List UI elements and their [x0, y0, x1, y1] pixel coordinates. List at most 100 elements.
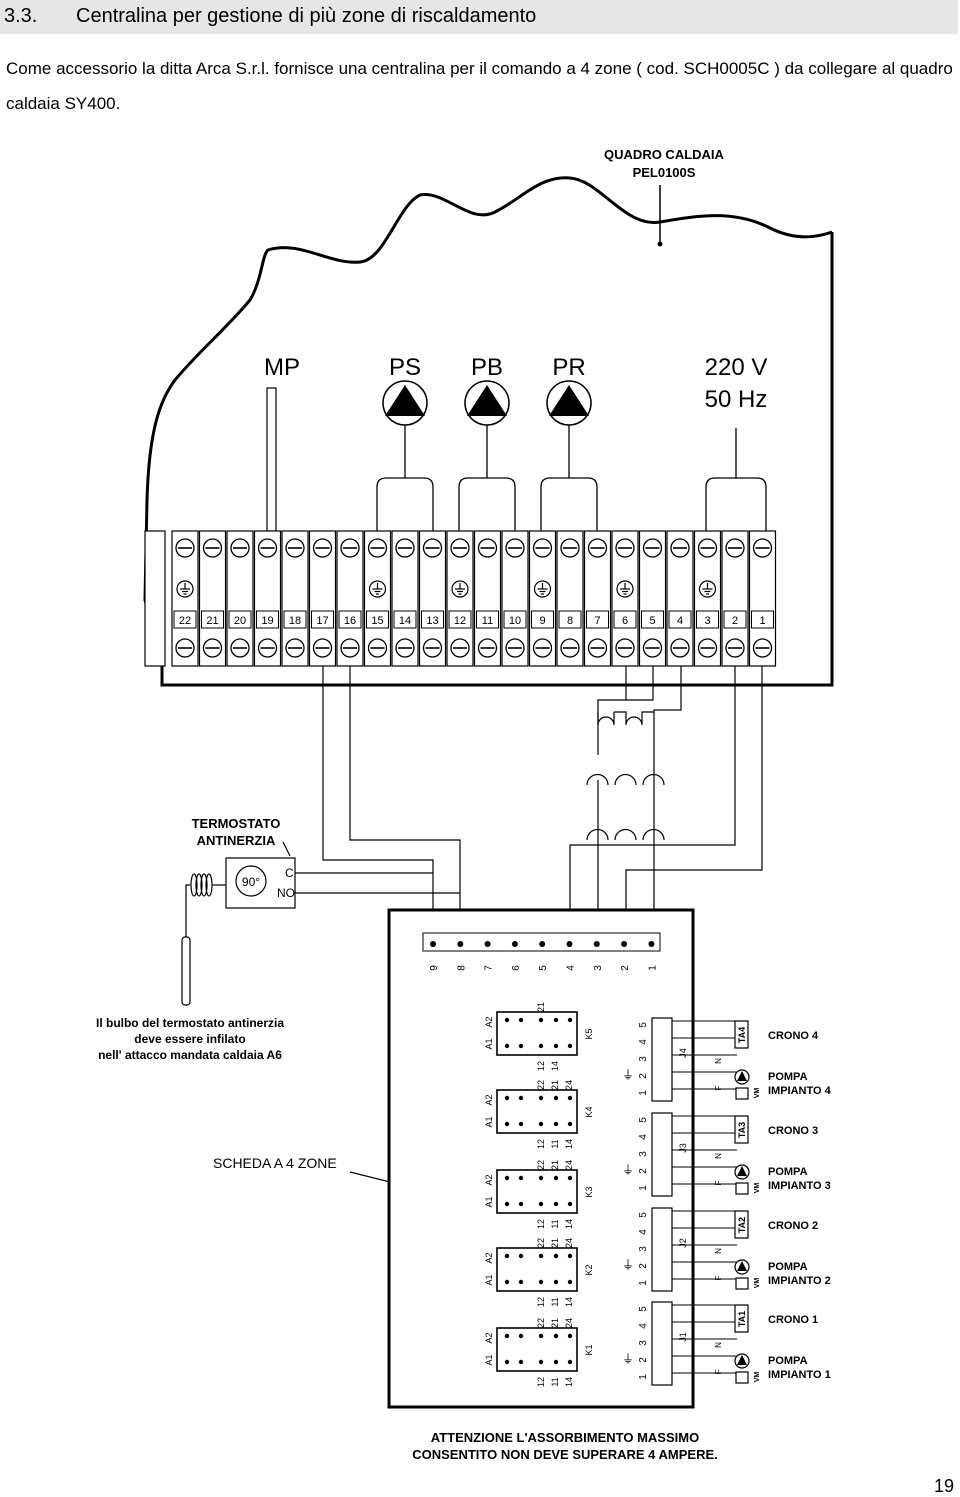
screw-icon [505, 538, 525, 558]
terminal-6: 6 [611, 530, 639, 667]
board-terminal-number: 1 [647, 965, 658, 971]
relay-contact-label: 21 [550, 1318, 560, 1328]
screw-icon [367, 638, 388, 658]
terminal-number: 18 [289, 615, 301, 627]
zone-connector-name: J3 [678, 1143, 688, 1153]
bulb-note-line3: nell' attacco mandata caldaia A6 [98, 1048, 282, 1062]
relay-contact-label: 11 [550, 1219, 560, 1228]
earth-icon [533, 580, 552, 598]
crono-label: CRONO 2 [768, 1220, 818, 1232]
screw-icon [450, 538, 470, 558]
pin-number: 1 [638, 1090, 649, 1096]
relay-contact-label: 12 [536, 1377, 546, 1387]
relay-contact-label: 21 [550, 1160, 560, 1170]
thermostat-ta-box: TA1 [734, 1304, 749, 1333]
screw-icon [285, 538, 305, 558]
relay-coil-label: A1 [484, 1038, 494, 1049]
relay-coil-label: A2 [484, 1252, 494, 1263]
zone-board [387, 908, 695, 1409]
relay-name: K4 [584, 1106, 594, 1117]
terminal-9: 9 [528, 530, 557, 667]
pin-number: 2 [638, 1073, 649, 1079]
terminal-22: 22 [171, 530, 199, 667]
terminal-number: 17 [316, 615, 328, 627]
pin-number: 5 [638, 1117, 649, 1123]
neutral-label: N [714, 1342, 723, 1348]
neutral-label: N [714, 1248, 723, 1254]
terminal-number: 8 [567, 615, 573, 627]
terminal-number: 19 [261, 615, 273, 627]
thermostat-title-line2: ANTINERZIA [197, 833, 276, 848]
screw-icon [202, 538, 223, 558]
phase-label: F [714, 1275, 723, 1280]
board-terminal-number: 7 [484, 965, 495, 971]
vm-label: VM [754, 1088, 761, 1099]
pompa-label-line1: POMPA [768, 1355, 808, 1367]
terminal-10: 10 [501, 530, 529, 667]
terminal-end-cap [144, 530, 166, 667]
zone-pump-icon [734, 1259, 750, 1275]
screw-icon [340, 538, 360, 558]
svg-text:TA3: TA3 [737, 1122, 747, 1138]
pompa-label-line1: POMPA [768, 1261, 808, 1273]
section-number: 3.3. [4, 5, 38, 27]
pump-ps-icon [382, 380, 428, 426]
warning-line2: CONSENTITO NON DEVE SUPERARE 4 AMPERE. [412, 1447, 718, 1462]
screw-icon [615, 638, 635, 658]
label-mp: MP [264, 354, 300, 381]
relay-contact-label: 21 [550, 1238, 560, 1248]
pin-number: 2 [638, 1263, 649, 1269]
terminal-20: 20 [226, 530, 254, 667]
neutral-label: N [714, 1153, 723, 1159]
pin-number: 1 [638, 1280, 649, 1286]
relay-coil-label: A2 [484, 1016, 494, 1027]
board-terminal-6 [511, 941, 518, 947]
label-ps: PS [389, 354, 421, 381]
vm-label: VM [754, 1278, 761, 1289]
section-title: Centralina per gestione di più zone di r… [76, 5, 537, 27]
board-terminal-number: 3 [593, 965, 604, 971]
screw-icon [422, 638, 443, 658]
board-terminal-number: 6 [511, 965, 522, 971]
relay-contact-label: 12 [536, 1139, 546, 1149]
pin-number: 3 [638, 1151, 649, 1157]
terminal-number: 12 [454, 615, 466, 627]
screw-icon [230, 638, 250, 658]
zone-pump-icon [734, 1164, 750, 1180]
relay-contact-label: 21 [536, 1002, 546, 1012]
svg-text:TA1: TA1 [737, 1311, 747, 1327]
section-header-bar [0, 0, 958, 34]
phase-label: F [714, 1085, 723, 1090]
terminal-3: 3 [693, 530, 722, 667]
terminal-14: 14 [391, 530, 419, 667]
relay-contact-label: 21 [550, 1080, 560, 1090]
pin-number: 2 [638, 1357, 649, 1363]
relay-coil-label: A1 [484, 1196, 494, 1207]
zone-connector [651, 1112, 673, 1197]
relay-contact-label: 22 [536, 1238, 546, 1248]
supply-frequency: 50 Hz [705, 386, 768, 413]
relay-contact-label: 24 [564, 1238, 574, 1248]
terminal-13: 13 [418, 530, 447, 667]
screw-icon [560, 538, 580, 558]
pompa-label-line1: POMPA [768, 1166, 808, 1178]
thermostat-no: NO [277, 886, 295, 900]
thermostat-c: C [285, 866, 294, 880]
screw-icon [670, 538, 690, 558]
screw-icon [312, 538, 333, 558]
thermostat-dial [235, 865, 267, 897]
vm-label: VM [754, 1372, 761, 1383]
screw-icon [395, 638, 415, 658]
thermostat-coil-icon [185, 873, 226, 937]
terminal-number: 9 [539, 615, 545, 627]
terminal-wires [322, 666, 763, 935]
screw-icon [477, 638, 498, 658]
terminal-number: 5 [649, 615, 655, 627]
earth-icon [176, 580, 194, 598]
pompa-label-line2: IMPIANTO 2 [768, 1275, 831, 1287]
